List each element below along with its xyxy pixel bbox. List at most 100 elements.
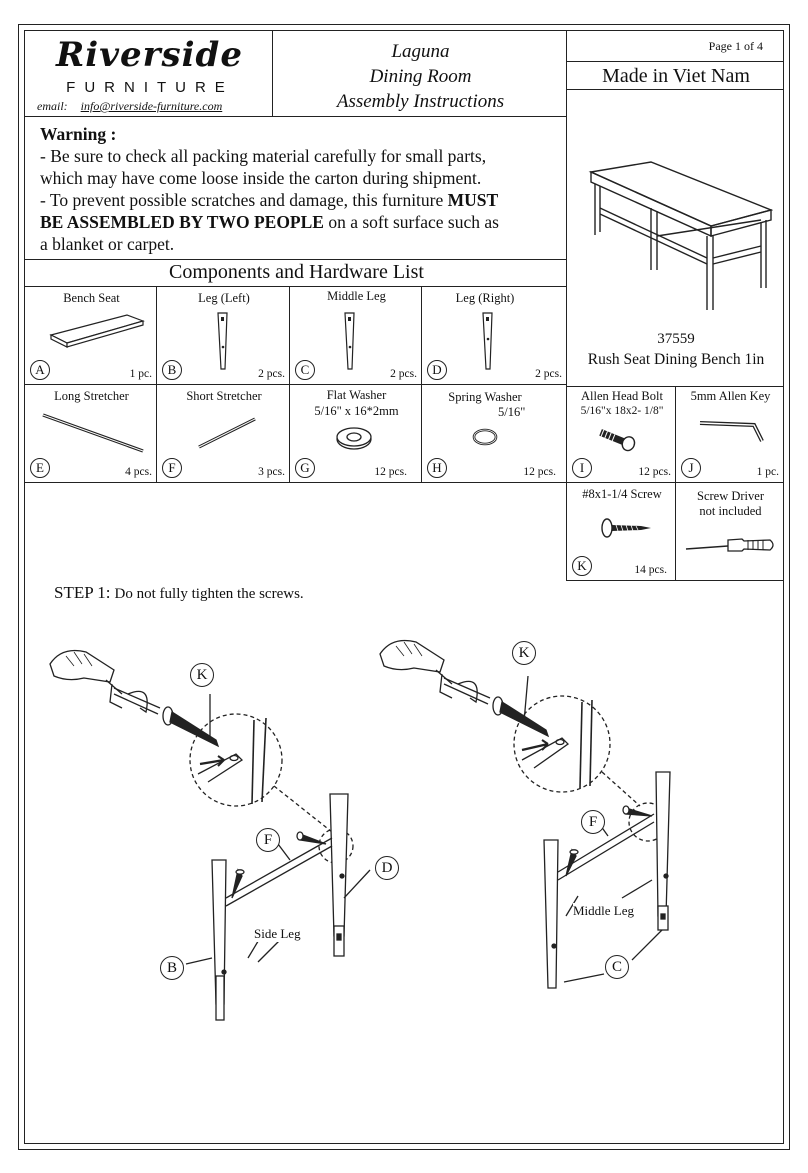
step1-text: Do not fully tighten the screws. [114, 586, 304, 602]
part-qty: 3 pcs. [258, 466, 285, 478]
part-name: Middle Leg [327, 289, 386, 303]
part-cell-a: Bench Seat A 1 pc. [24, 286, 157, 385]
warning-line-2: which may have come loose inside the car… [40, 168, 482, 188]
part-letter-j: J [681, 458, 701, 478]
warning-block: Warning : - Be sure to check all packing… [40, 123, 568, 255]
warning-heading: Warning : [40, 124, 117, 144]
warning-must: MUST [447, 190, 499, 210]
title-line-3: Assembly Instructions [336, 91, 505, 112]
long-stretcher-icon [42, 413, 144, 453]
part-name: Allen Head Bolt [581, 389, 663, 403]
step1-heading: STEP 1: Do not fully tighten the screws. [54, 583, 304, 603]
warning-line-3: - To prevent possible scratches and dama… [40, 190, 499, 210]
part-cell-f: Short Stretcher F 3 pcs. [156, 384, 290, 483]
page-cell: Page 1 of 4 [566, 30, 784, 62]
short-stretcher-icon [198, 417, 256, 449]
part-qty: 12 pcs. [374, 466, 407, 478]
screw-icon [601, 518, 651, 538]
part-cell-g: Flat Washer 5/16" x 16*2mm G 12 pcs. [289, 384, 422, 483]
bench-illustration [588, 161, 773, 310]
part-letter-g: G [295, 458, 315, 478]
part-name: Short Stretcher [186, 389, 262, 403]
bench-seat-icon [49, 314, 145, 348]
part-cell-e: Long Stretcher E 4 pcs. [24, 384, 157, 483]
part-name: Leg (Left) [198, 291, 250, 305]
spring-washer-icon [472, 428, 498, 446]
part-letter-d: D [427, 360, 447, 380]
part-name: Leg (Right) [455, 291, 515, 305]
step1-diagram-left [49, 649, 371, 1021]
part-letter-f: F [162, 458, 182, 478]
components-title-cell: Components and Hardware List [24, 259, 567, 287]
warning-line-5: a blanket or carpet. [40, 234, 175, 254]
part-name: 5mm Allen Key [690, 389, 771, 403]
part-cell-b: Leg (Left) B 2 pcs. [156, 286, 290, 385]
part-cell-j: 5mm Allen Key J 1 pc. [675, 386, 784, 483]
part-qty: 2 pcs. [390, 368, 417, 380]
part-name: Long Stretcher [54, 389, 129, 403]
middle-leg-icon [344, 312, 355, 370]
part-letter-e: E [30, 458, 50, 478]
part-spec: 5/16"x 18x2- 1/8" [580, 405, 664, 417]
warning-two-people: BE ASSEMBLED BY TWO PEOPLE [40, 212, 324, 232]
part-letter-c: C [295, 360, 315, 380]
callout-k-right: K [512, 641, 536, 665]
callout-f-left: F [256, 828, 280, 852]
product-name: Rush Seat Dining Bench 1in [587, 351, 765, 368]
logo-cell: Riverside FURNITURE email: info@riversid… [24, 30, 273, 117]
part-name: #8x1-1/4 Screw [582, 487, 662, 501]
part-letter-b: B [162, 360, 182, 380]
part-qty: 1 pc. [756, 466, 779, 478]
part-letter-a: A [30, 360, 50, 380]
part-cell-c: Middle Leg C 2 pcs. [289, 286, 422, 385]
side-leg-label: Side Leg [254, 926, 301, 942]
page-number: Page 1 of 4 [708, 39, 763, 53]
title-line-1: Laguna [391, 41, 450, 62]
part-qty: 2 pcs. [258, 368, 285, 380]
callout-k-left: K [190, 663, 214, 687]
part-cell-d: Leg (Right) D 2 pcs. [421, 286, 567, 385]
part-name: Spring Washer [448, 390, 522, 404]
part-name: Flat Washer [326, 388, 387, 402]
email-label: email: [37, 99, 68, 113]
title-cell: Laguna Dining Room Assembly Instructions [272, 30, 567, 117]
callout-d: D [375, 856, 399, 880]
callout-b: B [160, 956, 184, 980]
email-line: email: info@riverside-furniture.com [37, 99, 222, 114]
screwdriver-icon [685, 538, 774, 552]
part-cell-i: Allen Head Bolt 5/16"x 18x2- 1/8" I 12 p… [566, 386, 676, 483]
part-qty: 12 pcs. [523, 466, 556, 478]
leg-right-icon [482, 312, 493, 370]
part-qty: 12 pcs. [638, 466, 671, 478]
title-line-2: Dining Room [369, 66, 472, 87]
product-number: 37559 [657, 331, 695, 347]
leg-left-icon [217, 312, 228, 370]
screwdriver-cell: Screw Driver not included [675, 482, 784, 581]
screwdriver-label-1: Screw Driver [697, 489, 764, 503]
part-qty: 4 pcs. [125, 466, 152, 478]
brand-logo-sub: FURNITURE [66, 79, 234, 96]
allen-key-icon [699, 421, 764, 442]
components-title: Components and Hardware List [169, 261, 424, 283]
email-link[interactable]: info@riverside-furniture.com [80, 99, 223, 113]
flat-washer-icon [336, 427, 372, 450]
screwdriver-label-2: not included [699, 504, 762, 518]
warning-line-1: - Be sure to check all packing material … [40, 146, 487, 166]
part-spec: 5/16" x 16*2mm [314, 404, 399, 418]
part-letter-h: H [427, 458, 447, 478]
part-qty: 14 pcs. [634, 564, 667, 576]
part-spec: 5/16" [498, 405, 526, 419]
step1-label: STEP 1: [54, 583, 111, 602]
allen-bolt-icon [599, 429, 636, 452]
middle-leg-label: Middle Leg [573, 903, 635, 919]
step1-diagram-right [379, 639, 671, 989]
product-cell: 37559 Rush Seat Dining Bench 1in [566, 89, 784, 387]
part-cell-k: #8x1-1/4 Screw K 14 pcs. [566, 482, 676, 581]
callout-f-right: F [581, 810, 605, 834]
part-letter-k: K [572, 556, 592, 576]
part-qty: 1 pc. [129, 368, 152, 380]
warning-line-4: BE ASSEMBLED BY TWO PEOPLE on a soft sur… [40, 212, 499, 232]
callout-c: C [605, 955, 629, 979]
brand-logo-script: Riverside [56, 35, 243, 75]
part-name: Bench Seat [63, 291, 120, 305]
